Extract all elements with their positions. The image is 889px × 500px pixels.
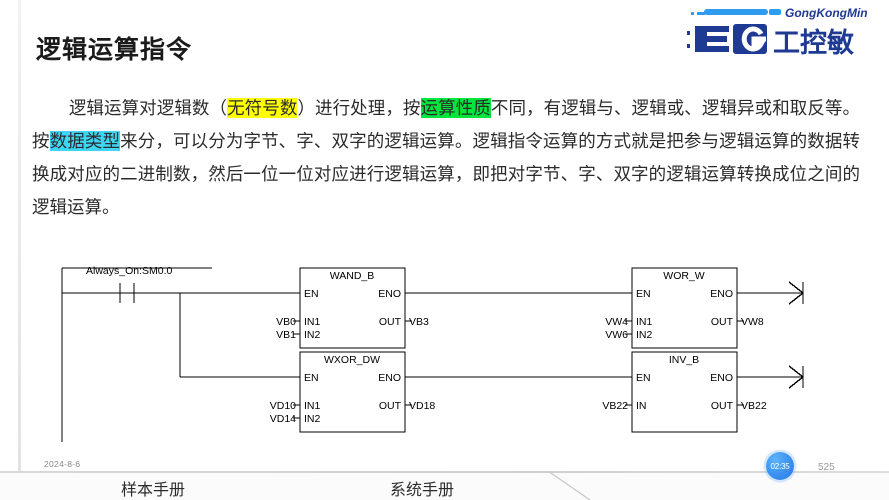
block-name: WOR_W [663, 270, 705, 282]
block-in2-pin: IN2 [636, 329, 653, 341]
rung-1-terminator [737, 281, 804, 305]
timer-badge[interactable]: 02:35 [766, 452, 794, 480]
ladder-diagram: Always_On:SM0.0 WAND_B EN ENO VB0 IN1 VB… [0, 246, 889, 446]
block-in2-operand: VD14 [270, 413, 296, 425]
block-en-pin: EN [304, 288, 319, 300]
block-out-operand: VD18 [409, 400, 435, 412]
footer-band [0, 473, 889, 500]
block-eno-pin: ENO [378, 372, 401, 384]
block-in1-pin: IN1 [304, 316, 321, 328]
block-in2-pin: IN2 [304, 329, 321, 341]
block-out-operand: VB3 [409, 316, 429, 328]
footer-divider [0, 471, 889, 473]
footer-label-sample-manual: 样本手册 [121, 482, 186, 499]
block-out-pin: OUT [379, 316, 402, 328]
block-en-pin: EN [636, 288, 651, 300]
block-in1-pin: IN [636, 400, 647, 412]
block-en-pin: EN [636, 372, 651, 384]
body-segment-1: 逻辑运算对逻辑数（ [68, 98, 228, 118]
body-paragraph: 逻辑运算对逻辑数（无符号数）进行处理，按运算性质不同，有逻辑与、逻辑或、逻辑异或… [32, 92, 860, 224]
highlight-data-type: 数据类型 [49, 131, 121, 151]
ladder-block-wxor-dw: WXOR_DW EN ENO VD10 IN1 VD14 IN2 OUT VD1… [270, 351, 435, 433]
block-en-pin: EN [304, 372, 319, 384]
highlight-unsigned-number: 无符号数 [227, 98, 298, 118]
page-title: 逻辑运算指令 [36, 37, 193, 64]
brand-logo: GongKongMin 工控敏 [685, 4, 875, 62]
block-in1-operand: VB22 [602, 400, 628, 412]
rung-2-terminator [737, 365, 804, 389]
block-out-pin: OUT [711, 400, 734, 412]
block-in1-pin: IN1 [636, 316, 653, 328]
logo-wordmark: GongKongMin [785, 6, 868, 20]
left-accent-bar [18, 0, 21, 472]
body-segment-2: ）进行处理，按 [297, 98, 421, 118]
block-out-pin: OUT [379, 400, 402, 412]
logo-brand-cn: 工控敏 [773, 28, 854, 59]
block-in2-operand: VW6 [605, 329, 628, 341]
block-out-operand: VW8 [741, 316, 764, 328]
block-name: WXOR_DW [324, 354, 380, 366]
block-in1-operand: VD10 [270, 400, 296, 412]
page-number: 525 [818, 462, 835, 473]
block-out-pin: OUT [711, 316, 734, 328]
block-out-operand: VB22 [741, 400, 767, 412]
body-segment-4: 来分，可以分为字节、字、双字的逻辑运算。逻辑指令运算的方式就是把参与逻辑运算的数… [32, 131, 861, 217]
block-eno-pin: ENO [710, 372, 733, 384]
block-in2-pin: IN2 [304, 413, 321, 425]
ladder-block-inv-b: INV_B EN ENO VB22 IN OUT VB22 [602, 351, 767, 433]
footer-diagonal-decoration [548, 471, 608, 500]
contact-label: Always_On:SM0.0 [86, 265, 173, 277]
ladder-block-wand-b: WAND_B EN ENO VB0 IN1 VB1 IN2 OUT VB3 [276, 267, 429, 349]
block-in1-operand: VB0 [276, 316, 296, 328]
block-in1-pin: IN1 [304, 400, 321, 412]
block-in2-operand: VB1 [276, 329, 296, 341]
footer-date: 2024-8-6 [44, 459, 81, 469]
block-name: INV_B [669, 354, 699, 366]
block-in1-operand: VW4 [605, 316, 628, 328]
body-segment-3: 不同，有逻辑与、逻辑或、逻辑异或和取反等。按 [32, 98, 861, 151]
block-name: WAND_B [330, 270, 375, 282]
footer-label-system-manual: 系统手册 [390, 482, 455, 499]
ladder-block-wor-w: WOR_W EN ENO VW4 IN1 VW6 IN2 OUT VW8 [605, 267, 764, 349]
block-eno-pin: ENO [378, 288, 401, 300]
highlight-operation-nature: 运算性质 [420, 98, 491, 118]
block-eno-pin: ENO [710, 288, 733, 300]
timer-badge-value: 02:35 [770, 461, 790, 471]
